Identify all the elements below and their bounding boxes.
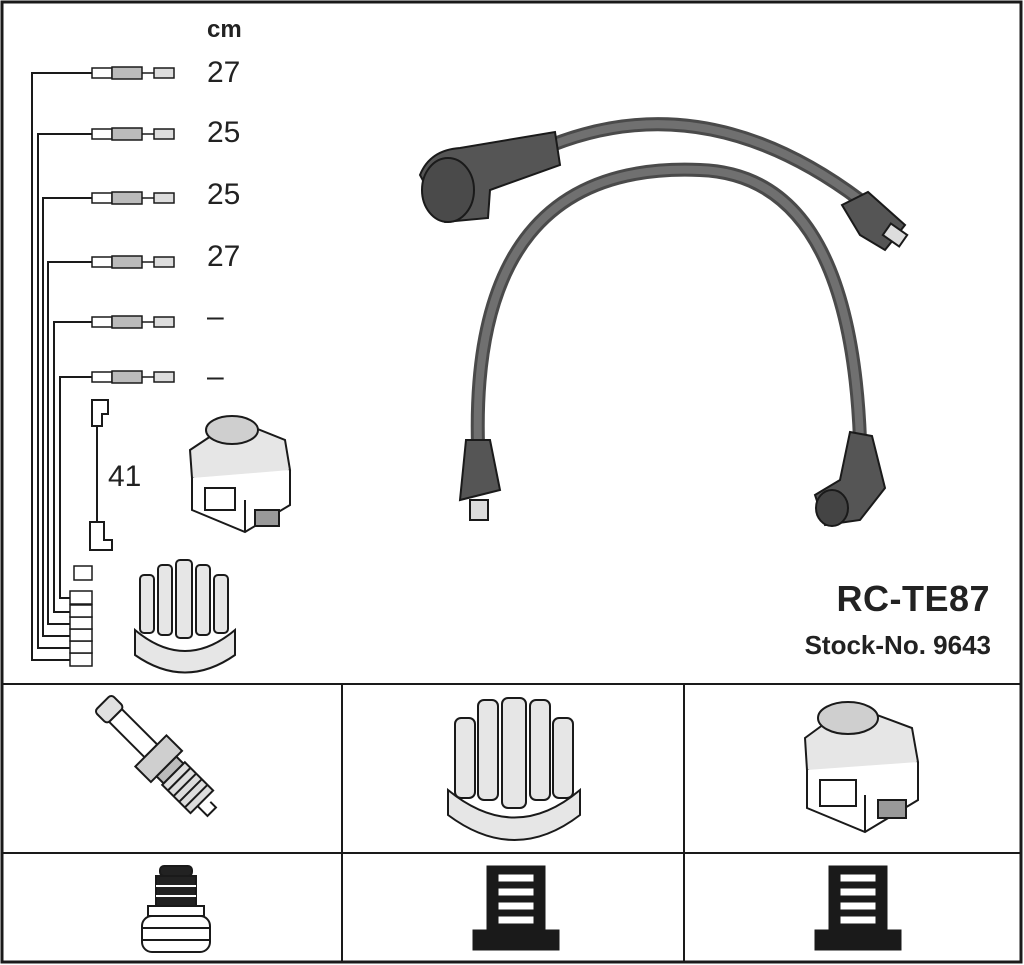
distributor-cap-icon <box>447 697 581 841</box>
coil-terminal-icon <box>814 865 902 951</box>
ignition-coil-icon <box>803 701 920 834</box>
stock-number: Stock-No. 9643 <box>804 630 991 660</box>
plug-boot-right-icon <box>840 190 909 252</box>
distributor-terminal-icon <box>472 865 560 951</box>
lead-connector <box>91 370 175 384</box>
ignition-cable-illustration <box>418 117 909 527</box>
unit-label: cm <box>207 16 242 43</box>
lead-connector <box>91 127 175 141</box>
lead-connector <box>91 255 175 269</box>
plug-boot-angled-icon <box>813 430 887 527</box>
lead-bottom-terminals <box>69 565 93 667</box>
lead-length-label: 27 <box>207 56 241 89</box>
small-ignition-coil-icon <box>188 415 292 534</box>
lead-length-label: – <box>207 360 224 393</box>
spark-plug-terminal-icon <box>141 865 211 953</box>
lead-connector <box>91 191 175 205</box>
coil-lead <box>89 399 113 551</box>
lead-length-label: 25 <box>207 178 241 211</box>
coil-lead-length-label: 41 <box>108 460 142 493</box>
lead-connectors <box>91 66 175 384</box>
part-number: RC-TE87 <box>836 578 990 619</box>
lead-length-label: 25 <box>207 116 241 149</box>
lead-connector <box>91 315 175 329</box>
plug-boot-straight-icon <box>458 439 502 521</box>
lead-length-label: 27 <box>207 240 241 273</box>
spark-plug-icon <box>94 694 218 818</box>
lead-connector <box>91 66 175 80</box>
coil-boot-icon <box>418 130 562 224</box>
small-distributor-cap-icon <box>134 559 236 674</box>
lead-schematic <box>31 72 92 661</box>
lead-length-label: – <box>207 300 224 333</box>
